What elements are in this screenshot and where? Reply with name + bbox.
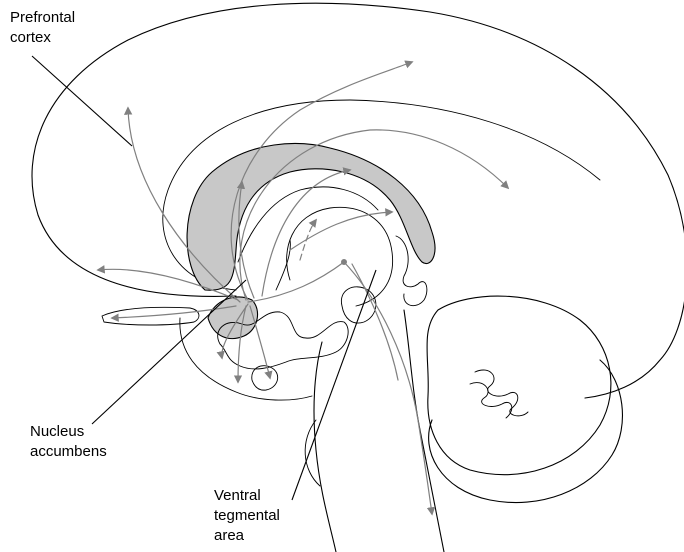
pathway-to-thalamus-dashed — [300, 220, 316, 260]
brainstem-right — [404, 310, 444, 552]
label-vta-line-3: area — [214, 526, 280, 546]
vta-leader — [292, 270, 376, 500]
pathway-descending — [344, 262, 432, 514]
vta-origin-dot — [341, 259, 347, 265]
label-ventral-tegmental-area: Ventral tegmental area — [214, 486, 280, 546]
thalamus — [287, 207, 393, 306]
label-vta-line-1: Ventral — [214, 486, 280, 506]
label-nucleus-accumbens: Nucleus accumbens — [30, 422, 107, 462]
fornix — [238, 187, 378, 262]
label-prefrontal-line-1: Prefrontal — [10, 8, 75, 28]
label-vta-line-2: tegmental — [214, 506, 280, 526]
label-prefrontal-line-2: cortex — [10, 28, 75, 48]
accumbens-leader — [92, 280, 246, 424]
cerebellum — [427, 296, 611, 475]
label-accumbens-line-2: accumbens — [30, 442, 107, 462]
cerebellum-fold — [475, 370, 528, 416]
label-accumbens-line-1: Nucleus — [30, 422, 107, 442]
pathway-brainstem-parallel — [352, 264, 398, 380]
label-prefrontal-cortex: Prefrontal cortex — [10, 8, 75, 48]
brainstem — [314, 342, 336, 552]
fornix-inner — [276, 240, 290, 290]
prefrontal-leader — [32, 56, 132, 146]
cortex-outline — [32, 3, 684, 398]
corpus-callosum-shaded — [187, 144, 435, 291]
cerebellum-lower — [429, 360, 623, 503]
shaded-lower-region — [208, 297, 258, 339]
pathway-to-pituitary — [250, 306, 270, 378]
cerebellum-fold-2 — [470, 383, 512, 418]
